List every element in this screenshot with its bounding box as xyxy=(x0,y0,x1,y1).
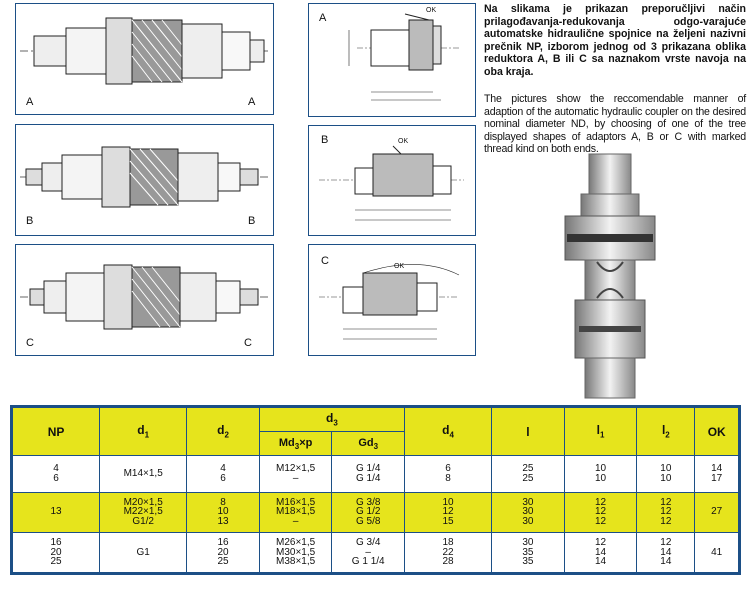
coupler-drawing-b xyxy=(20,146,268,208)
cell-d1: M20×1,5 M22×1,5 G1/2 xyxy=(99,491,188,533)
cell-d2: 8 10 13 xyxy=(186,491,260,533)
header-d2: d2 xyxy=(186,406,260,457)
drawing-panel-a: A A xyxy=(15,3,274,115)
adaptor-drawing-c xyxy=(319,264,460,340)
table-row: 4 6 M14×1,5 4 6 M12×1,5 – G 1/4 G 1/4 6 … xyxy=(11,455,739,493)
cell-l2: 12 12 12 xyxy=(636,491,696,533)
header-ok: OK xyxy=(694,406,739,457)
cell-gd: G 3/4 – G 1 1/4 xyxy=(331,531,405,574)
cell-l1: 12 14 14 xyxy=(563,531,638,574)
panel-c-label-left: C xyxy=(26,337,34,349)
cell-np: 13 xyxy=(11,491,101,533)
header-gd3: Gd3 xyxy=(331,431,405,457)
cell-md: M12×1,5 – xyxy=(258,455,333,493)
adaptor-drawing-b xyxy=(319,145,464,221)
cell-d4: 18 22 28 xyxy=(403,531,493,574)
adaptor-panel-a: A OK xyxy=(308,3,476,117)
cell-d4: 6 8 xyxy=(403,455,493,493)
cell-md: M26×1,5 M30×1,5 M38×1,5 xyxy=(258,531,333,574)
cell-d4: 10 12 15 xyxy=(403,491,493,533)
adaptor-a-label: A xyxy=(319,12,327,24)
header-d1: d1 xyxy=(99,406,188,457)
description-english: The pictures show the reccomendable mann… xyxy=(484,93,746,156)
header-l2: l2 xyxy=(636,406,696,457)
drawing-panel-b: B B xyxy=(15,124,274,236)
cell-l: 30 30 30 xyxy=(491,491,565,533)
specifications-table: NP d1 d2 d3 d4 l l1 l2 OK Md3×p Gd3 4 6 … xyxy=(10,405,741,575)
header-d4: d4 xyxy=(403,406,493,457)
cell-d2: 4 6 xyxy=(186,455,260,493)
adaptor-b-label: B xyxy=(321,134,329,146)
coupler-drawing-c xyxy=(20,264,268,330)
adaptor-c-ok: OK xyxy=(394,263,405,270)
description-serbian: Na slikama je prikazan preporučljivi nač… xyxy=(484,3,746,78)
panel-b-label-left: B xyxy=(26,215,34,227)
header-l: l xyxy=(491,406,565,457)
header-md3p: Md3×p xyxy=(258,431,333,457)
cell-md: M16×1,5 M18×1,5 – xyxy=(258,491,333,533)
table-row: 13 M20×1,5 M22×1,5 G1/2 8 10 13 M16×1,5 … xyxy=(11,491,739,533)
cell-l1: 10 10 xyxy=(563,455,638,493)
adaptor-panel-c: C OK xyxy=(308,244,476,356)
cell-gd: G 1/4 G 1/4 xyxy=(331,455,405,493)
cell-ok: 14 17 xyxy=(694,455,739,493)
adaptor-a-ok: OK xyxy=(426,7,437,14)
adaptor-c-label: C xyxy=(321,255,329,267)
cell-np: 4 6 xyxy=(11,455,101,493)
cell-l2: 10 10 xyxy=(636,455,696,493)
panel-b-label-right: B xyxy=(248,215,256,227)
table-row: 16 20 25 G1 16 20 25 M26×1,5 M30×1,5 M38… xyxy=(11,531,739,574)
cell-l2: 12 14 14 xyxy=(636,531,696,574)
adaptor-drawing-a xyxy=(348,13,459,101)
cell-d1: G1 xyxy=(99,531,188,574)
cell-ok: 41 xyxy=(694,531,739,574)
panel-a-label-right: A xyxy=(248,96,256,108)
header-l1: l1 xyxy=(563,406,638,457)
cell-l1: 12 12 12 xyxy=(563,491,638,533)
cell-l: 25 25 xyxy=(491,455,565,493)
header-d3: d3 xyxy=(258,406,406,433)
panel-a-label-left: A xyxy=(26,96,34,108)
adaptor-panel-b: B OK xyxy=(308,125,476,236)
cell-ok: 27 xyxy=(694,491,739,533)
coupler-cutaway-photo xyxy=(564,153,656,399)
coupler-drawing-a xyxy=(20,17,268,85)
cell-gd: G 3/8 G 1/2 G 5/8 xyxy=(331,491,405,533)
panel-c-label-right: C xyxy=(244,337,252,349)
header-np: NP xyxy=(11,406,101,457)
cell-l: 30 35 35 xyxy=(491,531,565,574)
cell-d2: 16 20 25 xyxy=(186,531,260,574)
adaptor-b-ok: OK xyxy=(398,138,409,145)
cell-np: 16 20 25 xyxy=(11,531,101,574)
cell-d1: M14×1,5 xyxy=(99,455,188,493)
drawing-panel-c: C C xyxy=(15,244,274,356)
